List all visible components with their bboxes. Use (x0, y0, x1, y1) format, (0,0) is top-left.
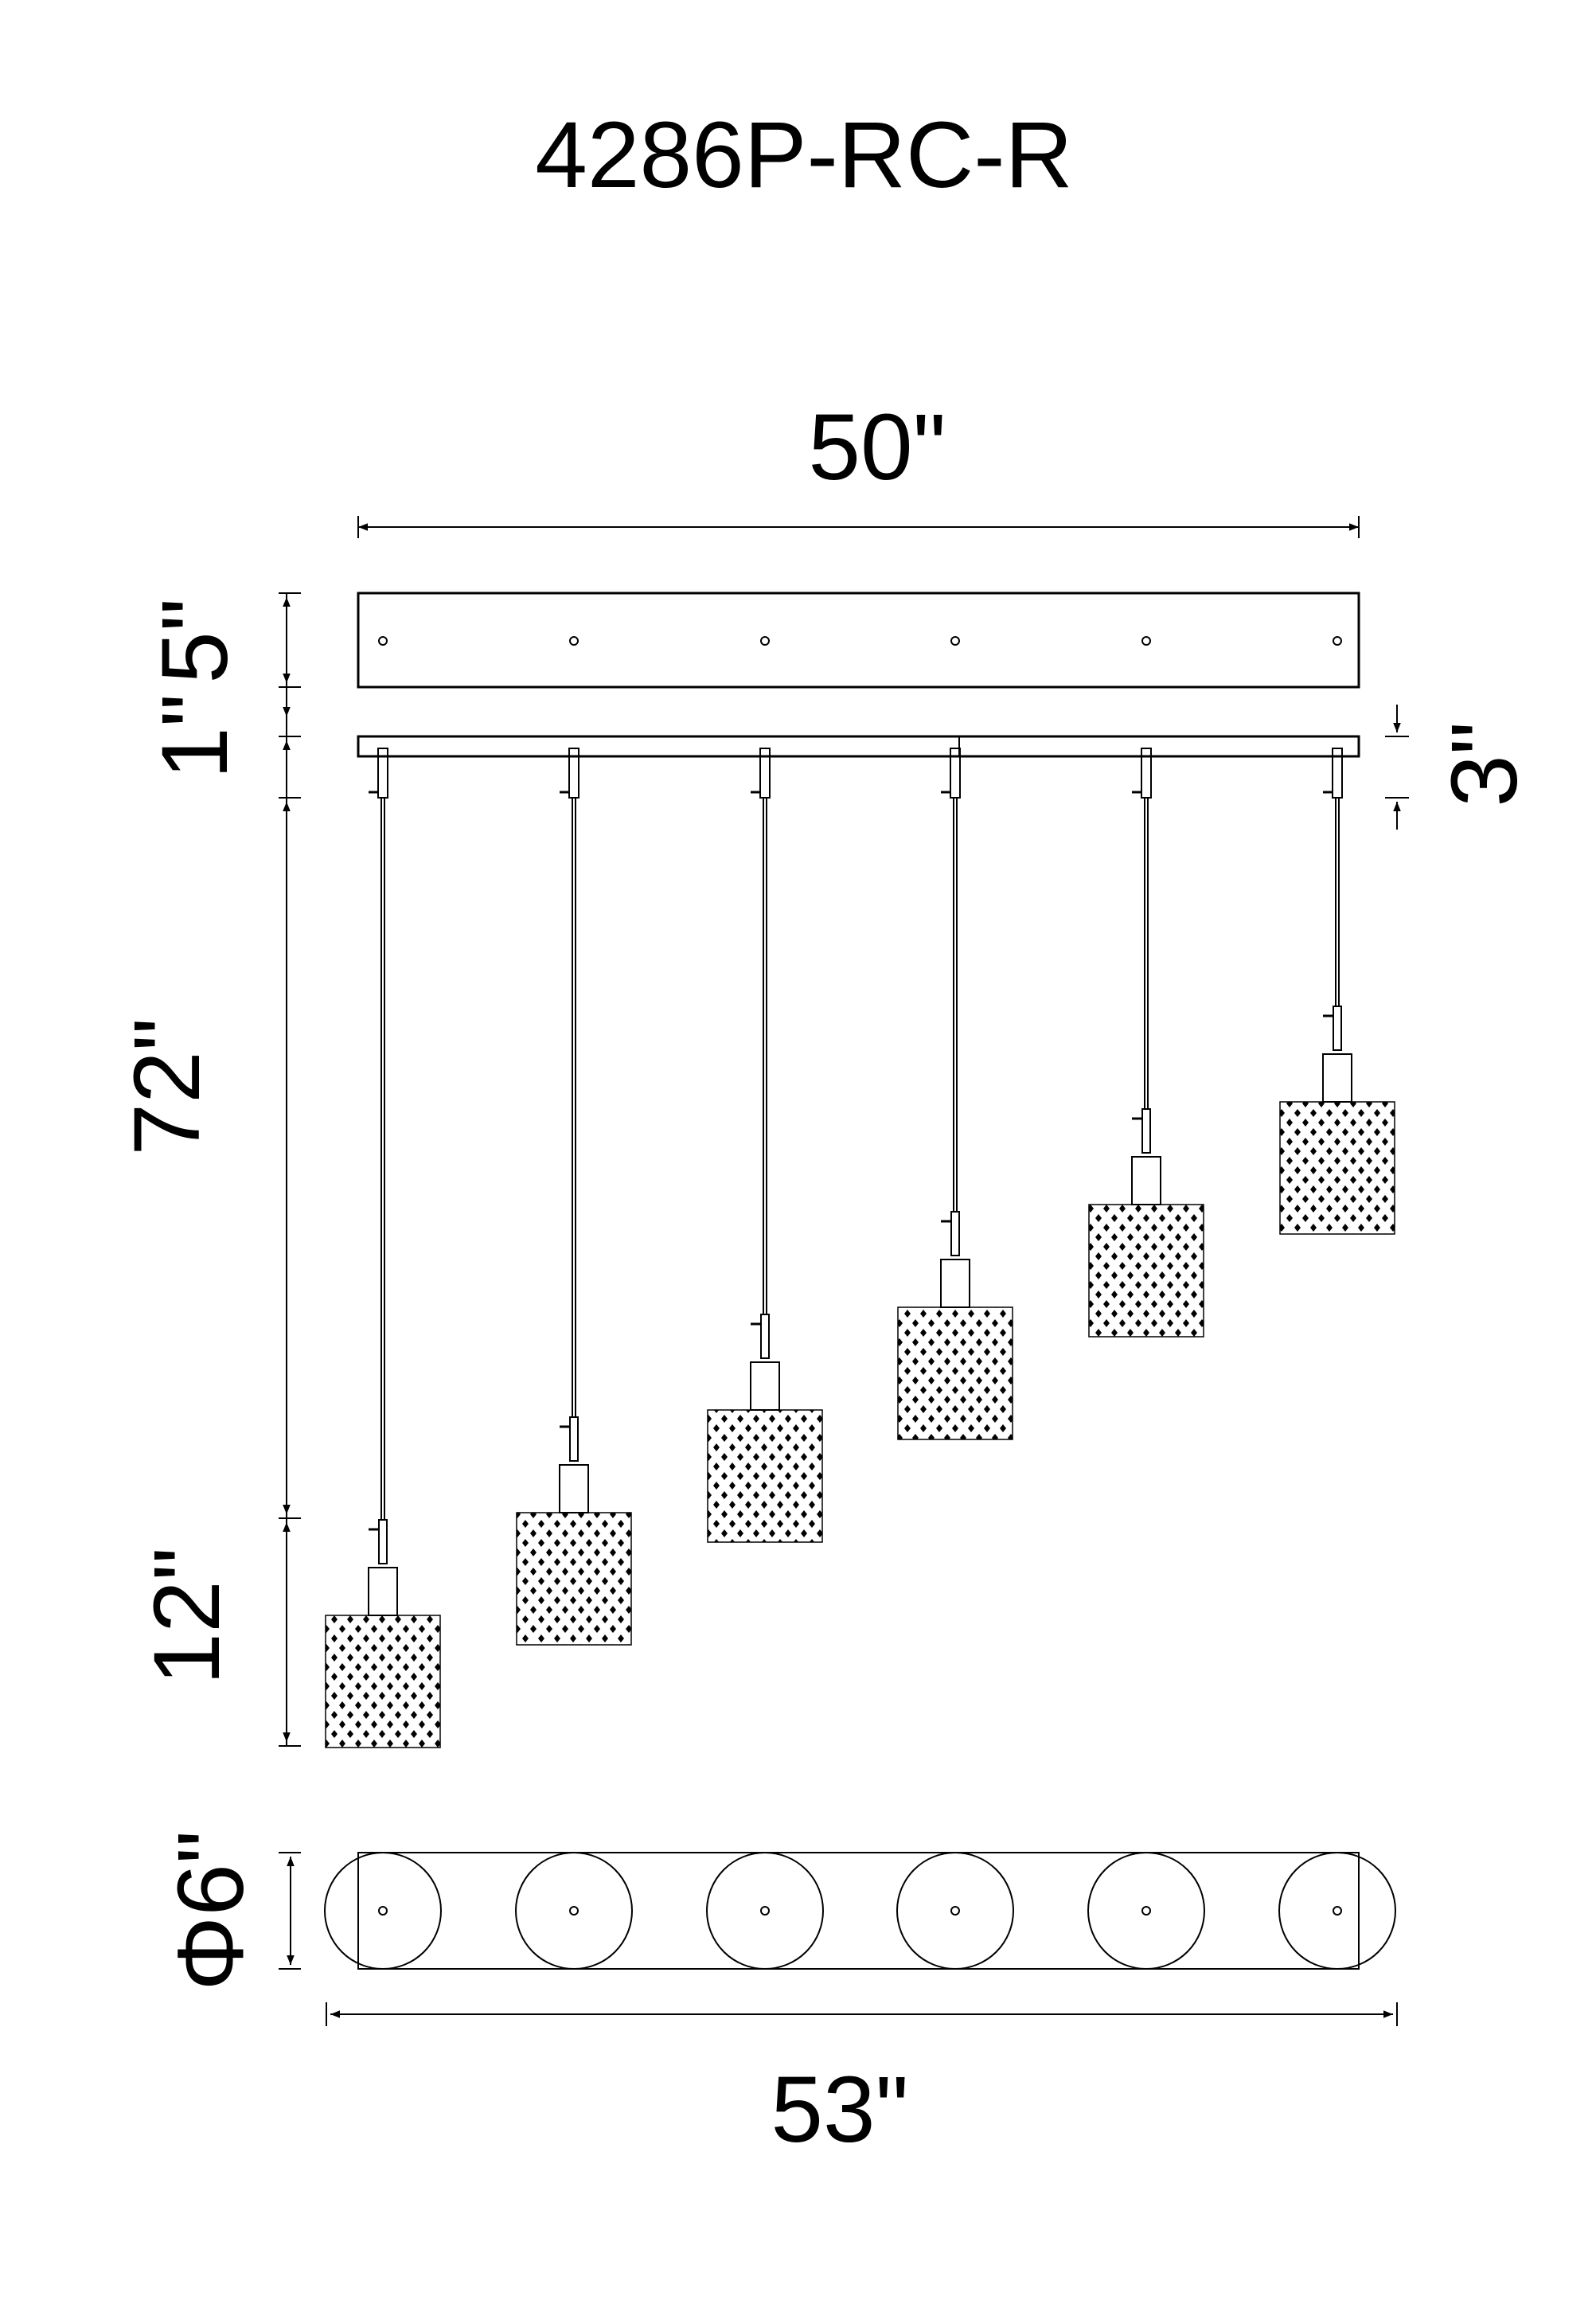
pendant-cable-gripper (378, 1519, 388, 1564)
pendant-socket-cap (750, 1361, 780, 1411)
plan-center-hole-1 (378, 1906, 388, 1916)
plan-center-hole-5 (1141, 1906, 1151, 1916)
pendant-crystal-shade (516, 1512, 632, 1646)
plan-center-hole-6 (1333, 1906, 1342, 1916)
dim-shade-height-label: 12" (135, 1547, 240, 1685)
left-dimension-chain (279, 592, 301, 1747)
pendant-group (325, 748, 1395, 1748)
right-rail-dimension (1385, 705, 1409, 830)
pendant-cable-gripper (950, 1211, 960, 1256)
pendant-4 (897, 748, 1013, 1440)
dim-canopy-height-label: 5" (142, 598, 248, 684)
pendant-socket-cap (559, 1464, 589, 1513)
plan-center-hole-3 (760, 1906, 770, 1916)
dim-bottom-width-label: 53" (771, 2057, 908, 2162)
plan-shade-circle-5 (1087, 1852, 1205, 1970)
pendant-crystal-shade (1279, 1101, 1395, 1235)
pendant-2 (516, 748, 632, 1646)
plan-shade-circle-1 (324, 1852, 442, 1970)
plan-shade-circle-3 (706, 1852, 824, 1970)
pendant-cable-gripper (569, 1416, 579, 1462)
plan-shade-circles (324, 1852, 1396, 1970)
pendant-socket-cap (368, 1567, 398, 1616)
pendant-crystal-shade (1088, 1204, 1204, 1338)
model-title: 4286P-RC-R (535, 103, 1072, 208)
pendant-socket-cap (940, 1259, 970, 1308)
dim-top-width-label: 50" (808, 395, 946, 500)
pendant-top-connector (1332, 748, 1343, 799)
plan-center-hole-4 (950, 1906, 960, 1916)
pendant-top-connector (1141, 748, 1152, 799)
pendant-crystal-shade (707, 1409, 823, 1543)
plan-diameter-dimension (279, 1852, 301, 1970)
pendant-cable-gripper (760, 1314, 770, 1359)
dim-gap-label: 1" (142, 693, 248, 779)
plan-shade-circle-6 (1278, 1852, 1396, 1970)
pendant-top-connector (377, 748, 388, 799)
pendant-top-connector (950, 748, 961, 799)
pendant-crystal-shade (325, 1615, 441, 1748)
plan-shade-circle-2 (515, 1852, 633, 1970)
pendant-socket-cap (1131, 1156, 1161, 1205)
mounting-rail (357, 735, 1360, 758)
plan-shade-circle-4 (896, 1852, 1014, 1970)
canopy-plate (357, 592, 1360, 689)
pendant-crystal-shade (897, 1306, 1013, 1440)
pendant-cable-gripper (1141, 1108, 1151, 1154)
plan-center-hole-2 (569, 1906, 579, 1916)
dim-drop-length-label: 72" (115, 1017, 220, 1155)
pendant-6 (1279, 748, 1395, 1235)
canopy-holes (378, 636, 1342, 646)
pendant-top-connector (759, 748, 771, 799)
pendant-socket-cap (1322, 1053, 1352, 1103)
pendant-1 (325, 748, 441, 1748)
pendant-5 (1088, 748, 1204, 1338)
pendant-top-connector (568, 748, 579, 799)
pendant-cable-gripper (1333, 1006, 1342, 1051)
plan-rail-outline (357, 1852, 1360, 1970)
dim-rail-height-label: 3" (1432, 721, 1537, 807)
bottom-width-dimension (326, 2002, 1398, 2026)
pendant-3 (707, 748, 823, 1543)
dim-shade-diameter-label: Φ6" (158, 1830, 263, 1991)
plan-view (324, 1852, 1396, 1970)
